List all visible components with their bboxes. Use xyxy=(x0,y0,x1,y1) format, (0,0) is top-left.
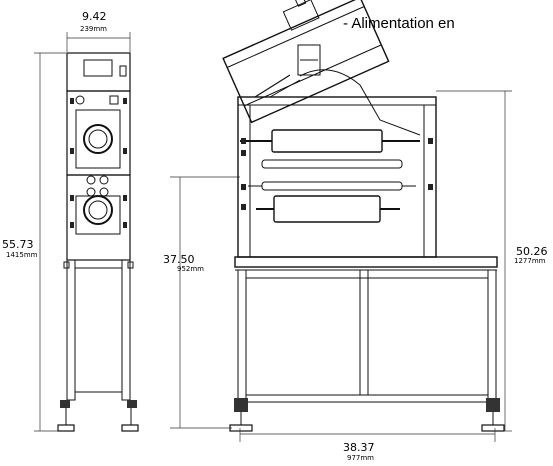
side-height-imperial: 50.26 xyxy=(516,245,548,258)
callout-label: - Alimentation en xyxy=(343,15,455,32)
side-height-metric: 1277mm xyxy=(514,257,546,265)
side-view: 37.50 952mm xyxy=(163,0,548,462)
front-height-metric: 1415mm xyxy=(6,251,38,259)
table-height-metric: 952mm xyxy=(177,265,204,273)
side-width-imperial: 38.37 xyxy=(343,441,375,454)
front-width-imperial: 9.42 xyxy=(82,10,107,23)
front-width-metric: 239mm xyxy=(80,25,107,33)
table-height-imperial: 37.50 xyxy=(163,253,195,266)
front-height-imperial: 55.73 xyxy=(2,238,34,251)
side-width-metric: 977mm xyxy=(347,454,374,462)
front-view: 9.42 239mm xyxy=(2,10,139,432)
